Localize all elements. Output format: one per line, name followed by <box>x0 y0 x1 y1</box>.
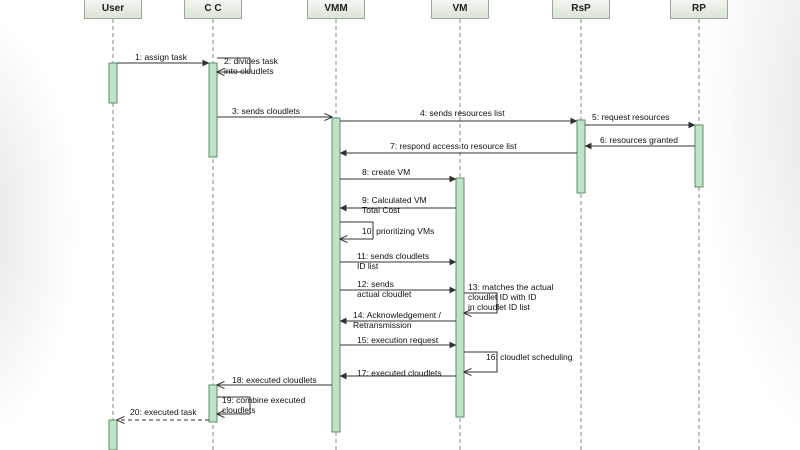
message-5: 5: request resources <box>585 112 696 129</box>
message-label: 12: sends <box>357 279 394 289</box>
message-label: 4: sends resources list <box>420 108 505 118</box>
message-arrow <box>464 351 498 372</box>
message-label: 2: divides task <box>224 56 279 66</box>
message-label: 5: request resources <box>592 112 669 122</box>
message-1: 1: assign task <box>117 52 210 67</box>
activation-rsp <box>576 119 586 194</box>
message-label: Retransmission <box>353 320 412 330</box>
message-arrow <box>217 396 251 414</box>
message-label: ID list <box>357 261 379 271</box>
message-label: 14: Acknowledgement / <box>353 310 442 320</box>
message-20: 20: executed task <box>117 407 209 420</box>
activation-rp <box>694 124 704 188</box>
message-label: 13: matches the actual <box>468 282 554 292</box>
message-label: 15: execution request <box>357 335 439 345</box>
message-label: 19: combine executed <box>222 395 305 405</box>
message-label: 20: executed task <box>130 407 197 417</box>
message-label: cloudlet ID with ID <box>468 292 537 302</box>
message-10: 10: prioritizing VMs <box>340 221 434 239</box>
message-arrow <box>464 292 498 313</box>
activation-user <box>108 62 118 104</box>
participant-cc: C C <box>184 0 242 19</box>
message-label: actual cloudlet <box>357 289 412 299</box>
message-16: 16: cloudlet scheduling <box>464 351 573 372</box>
message-14: 14: Acknowledgement /Retransmission <box>339 310 456 330</box>
message-arrow <box>217 57 251 72</box>
activation-vm <box>455 177 465 418</box>
activation-cc <box>208 384 218 423</box>
participant-rp: RP <box>670 0 728 19</box>
right-shadow <box>700 0 800 450</box>
message-3: 3: sends cloudlets <box>217 106 332 117</box>
message-label: 10: prioritizing VMs <box>362 226 434 236</box>
message-6: 6: resources granted <box>584 135 695 150</box>
message-label: 7: respond access to resource list <box>390 141 517 151</box>
message-label: Total Cost <box>362 205 400 215</box>
message-label: 16: cloudlet scheduling <box>486 352 573 362</box>
message-label: into cloudlets <box>224 66 274 76</box>
participant-user: User <box>84 0 142 19</box>
participant-vmm: VMM <box>307 0 365 19</box>
message-label: 8: create VM <box>362 167 410 177</box>
message-label: 6: resources granted <box>600 135 678 145</box>
message-label: 11: sends cloudlets <box>357 251 429 261</box>
message-label: 18: executed cloudlets <box>232 375 317 385</box>
message-label: 9: Calculated VM <box>362 195 427 205</box>
message-4: 4: sends resources list <box>340 108 578 125</box>
activation-cc <box>208 62 218 158</box>
activation-vmm <box>331 117 341 433</box>
participant-rsp: RsP <box>552 0 610 19</box>
message-label: cloudlets <box>222 405 256 415</box>
participant-vm: VM <box>431 0 489 19</box>
message-15: 15: execution request <box>340 335 457 349</box>
message-label: in cloudlet ID list <box>468 302 531 312</box>
message-18: 18: executed cloudlets <box>217 375 332 385</box>
left-shadow <box>0 0 80 450</box>
activation-user <box>108 419 118 450</box>
message-8: 8: create VM <box>340 167 457 183</box>
message-label: 1: assign task <box>135 52 188 62</box>
message-17: 17: executed cloudlets <box>339 368 456 380</box>
message-label: 17: executed cloudlets <box>357 368 442 378</box>
message-7: 7: respond access to resource list <box>339 141 577 157</box>
message-label: 3: sends cloudlets <box>232 106 300 116</box>
message-arrow <box>340 221 374 239</box>
